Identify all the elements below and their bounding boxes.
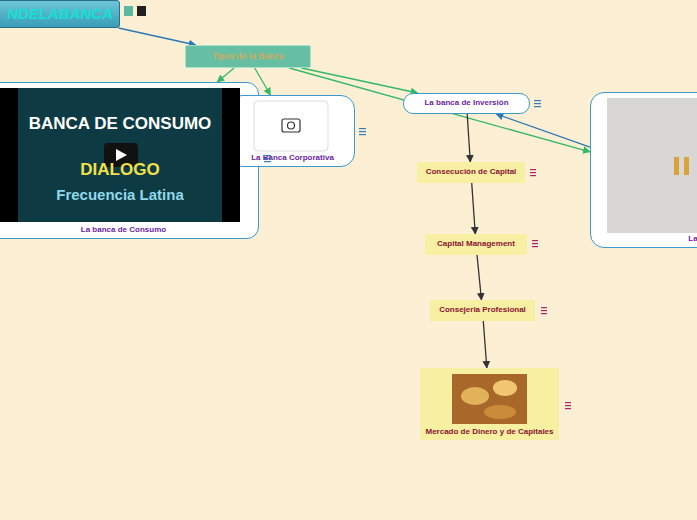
topic-text: La banca de Consumo <box>0 226 260 235</box>
topic-text: Capital Management <box>437 240 515 249</box>
connector <box>477 255 481 300</box>
topic-text: La banca de Inversión <box>424 99 508 108</box>
connector <box>483 321 487 368</box>
topic-text: La Banca Corporativa <box>229 154 356 163</box>
topic-text: Consejeria Profesional <box>439 306 526 315</box>
topic-box: Tipos de la Banca <box>185 45 311 68</box>
topic-text: Consecución de Capital <box>426 168 517 177</box>
connector <box>301 68 417 93</box>
topic-text: La <box>685 235 697 244</box>
topic-box: Mercado de Dinero y de Capitales <box>420 368 559 440</box>
topic-box: La banca de Inversión <box>403 93 530 114</box>
connector <box>496 114 590 147</box>
topic-box: La <box>590 92 697 248</box>
connector <box>472 183 476 234</box>
connector <box>217 68 234 82</box>
topic-text: NDELABANCA <box>7 6 113 23</box>
video-caption: BANCA DE CONSUMO <box>18 114 222 134</box>
connector <box>467 114 470 162</box>
topic-text: Tipos de la Banca <box>212 52 284 62</box>
topic-box: La Banca Corporativa <box>228 95 355 167</box>
video-caption: Frecuencia Latina <box>18 186 222 203</box>
topic-text: Mercado de Dinero y de Capitales <box>420 428 559 437</box>
connector <box>119 28 196 45</box>
video-caption: DIALOGO <box>18 160 222 180</box>
root-topic: NDELABANCA <box>0 0 120 28</box>
topic-box: Consejeria Profesional <box>430 300 535 321</box>
topic-box: Capital Management <box>425 234 527 255</box>
topic-box: Consecución de Capital <box>417 162 525 183</box>
